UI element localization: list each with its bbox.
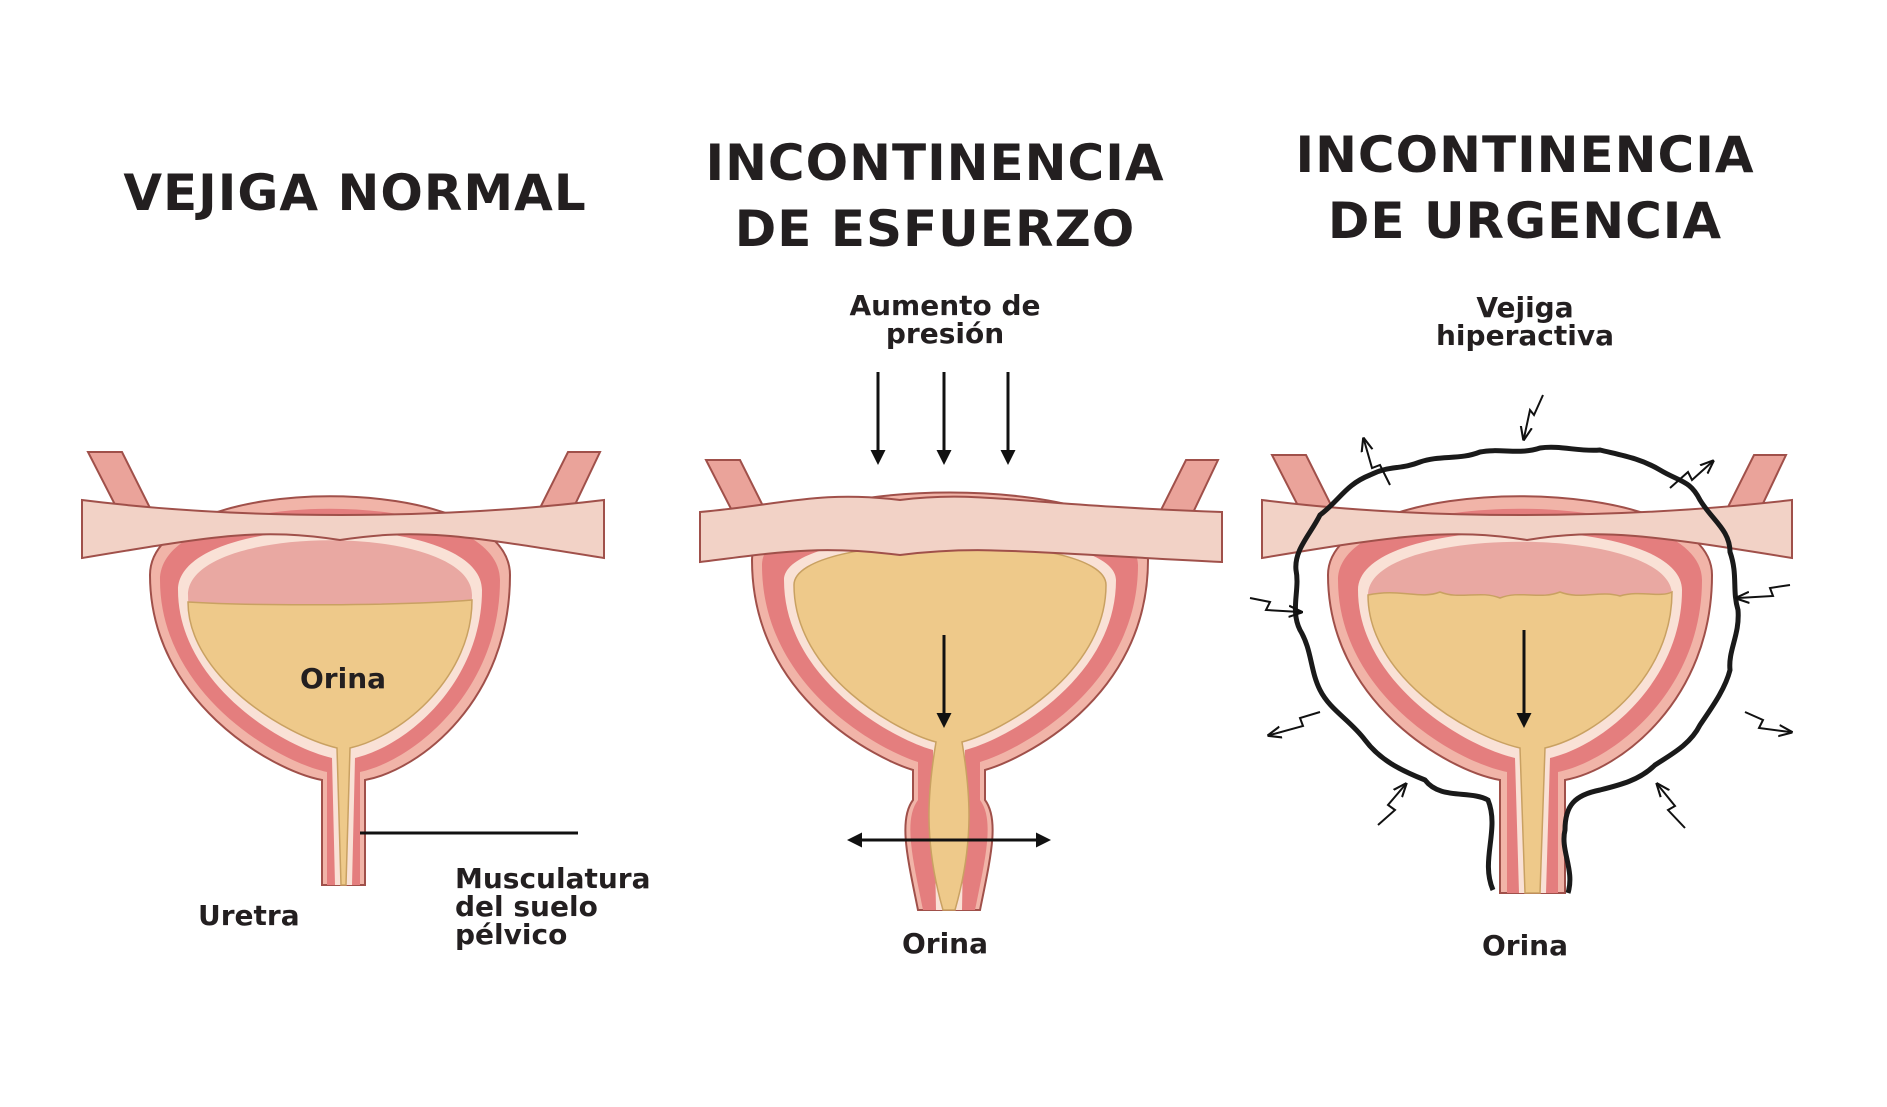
- pressure-label-line-2: presión: [885, 317, 1005, 350]
- spasm-signal-top: [1524, 394, 1544, 438]
- pressure-label-line-1: Aumento de: [849, 289, 1041, 322]
- spasm-signal-right: [1738, 584, 1791, 598]
- overactive-bladder-label: Vejiga hiperactiva: [1420, 294, 1630, 350]
- urge-incontinence-title: INCONTINENCIA DE URGENCIA: [1255, 122, 1795, 254]
- urge-title-line-2: DE URGENCIA: [1327, 192, 1723, 250]
- normal-urine-label: Orina: [300, 662, 387, 695]
- stress-title-line-2: DE ESFUERZO: [734, 200, 1136, 258]
- urge-bladder-diagram: [1249, 394, 1792, 894]
- stress-title-line-1: INCONTINENCIA: [705, 134, 1165, 192]
- spasm-signal-top-right: [1669, 462, 1712, 489]
- stress-incontinence-title: INCONTINENCIA DE ESFUERZO: [670, 130, 1200, 262]
- normal-bladder-title-text: VEJIGA NORMAL: [123, 164, 587, 222]
- pelvic-floor-label-line-1: Musculatura: [455, 862, 651, 895]
- spasm-signal-bottom-right: [1658, 785, 1686, 829]
- urge-title-line-1: INCONTINENCIA: [1295, 126, 1755, 184]
- spasm-signal-lower-left: [1270, 711, 1321, 735]
- overactive-label-line-1: Vejiga: [1476, 291, 1574, 324]
- pelvic-floor-muscle-label: Musculatura del suelo pélvico: [455, 865, 651, 949]
- urge-urine-label: Orina: [1481, 929, 1569, 962]
- stress-bladder-diagram: [699, 372, 1223, 911]
- spasm-signals: [1249, 394, 1791, 829]
- pelvic-floor-label-line-2: del suelo: [455, 890, 598, 923]
- overactive-bladder-outline: [1292, 444, 1741, 894]
- spasm-signal-left: [1249, 597, 1300, 612]
- spasm-signal-bottom-left: [1377, 785, 1405, 826]
- normal-bladder-diagram: [81, 451, 605, 886]
- spasm-signal-top-left: [1364, 440, 1391, 486]
- pelvic-floor-label-line-3: pélvico: [455, 918, 568, 951]
- urethra-label: Uretra: [198, 899, 300, 932]
- stress-urine-label: Orina: [901, 927, 989, 960]
- pressure-increase-label: Aumento de presión: [800, 292, 1090, 348]
- normal-bladder-title: VEJIGA NORMAL: [95, 160, 615, 226]
- spasm-signal-lower-right: [1744, 711, 1790, 732]
- overactive-label-line-2: hiperactiva: [1436, 319, 1614, 352]
